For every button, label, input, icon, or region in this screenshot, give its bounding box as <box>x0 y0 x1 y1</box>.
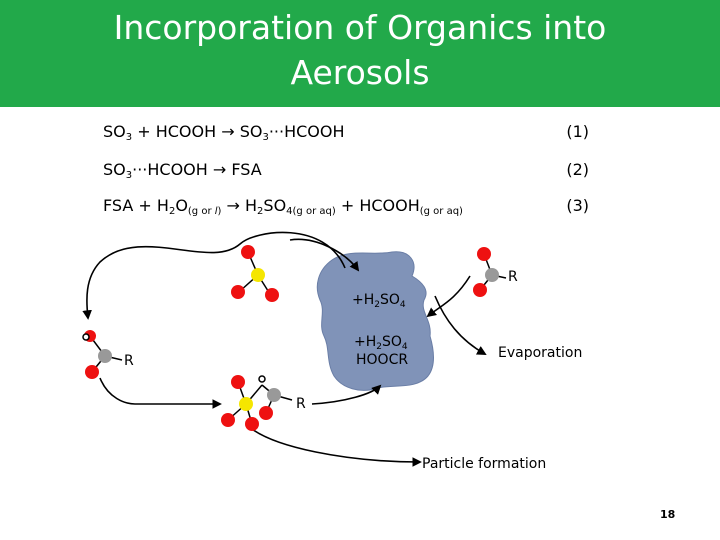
slide-title: Incorporation of Organics into Aerosols <box>113 7 607 92</box>
label-r-bottom: R <box>296 396 306 412</box>
arrow-top-right-curve <box>289 238 360 272</box>
arrow-bottom-to-aerosol <box>311 384 382 405</box>
arrow-to-aerosol-from-right <box>426 275 471 318</box>
page-number: 18 <box>660 508 676 521</box>
equation-2-number: (2) <box>566 160 589 179</box>
equation-3-text: FSA + H2O(g or l) → H2SO4(g or aq) + HCO… <box>103 196 463 217</box>
equation-1-text: SO3 + HCOOH → SO3···HCOOH <box>103 122 345 143</box>
arrow-left-to-bottom <box>99 377 222 409</box>
label-particle-formation: Particle formation <box>422 456 547 472</box>
equation-1-number: (1) <box>566 122 589 141</box>
label-r-left: R <box>124 353 134 369</box>
label-r-top-right: R <box>508 269 518 285</box>
equation-2-text: SO3···HCOOH → FSA <box>103 160 262 181</box>
left-acid-molecule <box>82 330 123 379</box>
top-right-acid-molecule <box>473 247 507 297</box>
equation-3: FSA + H2O(g or l) → H2SO4(g or aq) + HCO… <box>103 196 603 226</box>
so3-molecule <box>231 245 279 302</box>
equation-3-number: (3) <box>566 196 589 215</box>
equation-1: SO3 + HCOOH → SO3···HCOOH (1) <box>103 122 603 152</box>
arrow-evaporation <box>434 295 487 355</box>
label-evaporation: Evaporation <box>498 345 583 361</box>
aerosol-particle <box>316 251 434 391</box>
label-aerosol-bottom: HOOCR <box>356 352 409 368</box>
bottom-complex-molecule <box>221 375 293 431</box>
equation-2: SO3···HCOOH → FSA (2) <box>103 160 603 190</box>
title-bar: Incorporation of Organics into Aerosols <box>0 0 720 107</box>
label-aerosol-top: +H2SO4 <box>352 292 406 310</box>
arrow-particle-formation <box>245 423 422 467</box>
label-aerosol-mid: +H2SO4 <box>354 334 408 352</box>
arrow-top-left-curve <box>82 231 346 320</box>
